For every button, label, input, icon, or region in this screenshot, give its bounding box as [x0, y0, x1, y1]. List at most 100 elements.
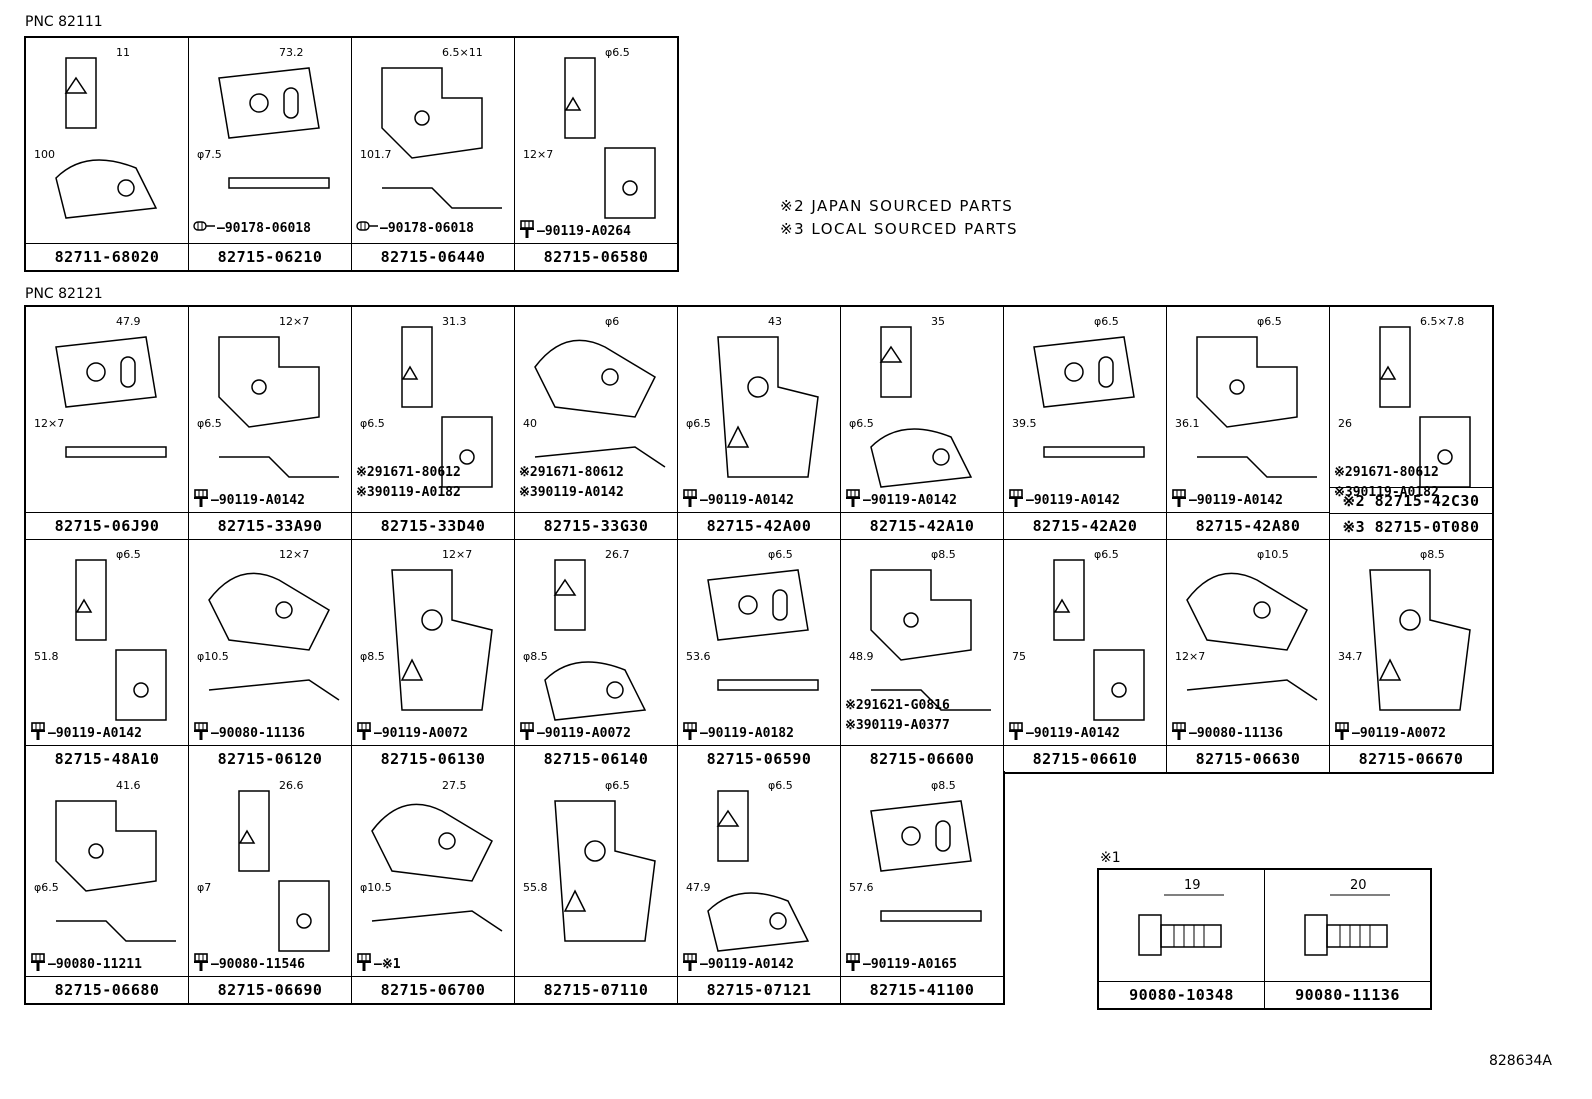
- dimension-label: φ6.5: [116, 548, 141, 561]
- fastener-part-number: —90119-A0142: [863, 492, 957, 508]
- fastener-alt-label: ※291621-G0816: [845, 698, 950, 713]
- fastener-part-number: —90119-A0142: [700, 956, 794, 972]
- bolt-icon: [845, 953, 861, 975]
- bracket-drawing: [75, 559, 167, 721]
- dimension-label: φ6.5: [686, 417, 711, 430]
- pnc-label-82121: PNC 82121: [25, 286, 103, 302]
- ref1-label: ※1: [1100, 850, 1121, 866]
- dimension-label: 43: [768, 315, 782, 328]
- dimension-label: φ6.5: [1094, 548, 1119, 561]
- bolt-icon: [30, 722, 46, 744]
- fastener-alt-label: ※390119-A0182: [356, 485, 461, 500]
- dimension-label: 51.8: [34, 650, 59, 663]
- bracket-drawing: [717, 336, 819, 478]
- fastener-part-number: —90178-06018: [380, 220, 474, 236]
- fastener-label: —90080-11136: [193, 722, 305, 744]
- dimension-label: φ10.5: [1257, 548, 1289, 561]
- bolt-icon: [682, 489, 698, 511]
- dimension-label: 75: [1012, 650, 1026, 663]
- dimension-label: 73.2: [279, 46, 304, 59]
- bracket-drawing: [218, 336, 339, 478]
- part-number: 90080-11136: [1265, 981, 1430, 1008]
- dimension-label: φ8.5: [931, 548, 956, 561]
- bolt-drawing: [1138, 894, 1224, 956]
- dimension-label: φ6.5: [605, 46, 630, 59]
- fastener-part-number: —90119-A0142: [700, 492, 794, 508]
- fastener-alt-label: ※291671-80612: [1334, 465, 1439, 480]
- fastener-label: —90080-11136: [1171, 722, 1283, 744]
- dimension-label: 57.6: [849, 881, 874, 894]
- dimension-label: φ6.5: [768, 548, 793, 561]
- fastener-label: —90119-A0165: [845, 953, 957, 975]
- dimension-label: 27.5: [442, 779, 467, 792]
- fastener-alt-label: ※390119-A0182: [1334, 485, 1439, 500]
- fastener-part-number: —90119-A0142: [211, 492, 305, 508]
- dimension-label: φ6.5: [768, 779, 793, 792]
- fastener-alt-label: ※291671-80612: [519, 465, 624, 480]
- dimension-label: φ6: [605, 315, 620, 328]
- dimension-label: 100: [34, 148, 55, 161]
- fastener-label: —90119-A0072: [356, 722, 468, 744]
- bolt-icon: [1008, 489, 1024, 511]
- dimension-label: φ7: [197, 881, 212, 894]
- bracket-drawing: [1196, 336, 1317, 478]
- fastener-label: —90119-A0142: [682, 489, 794, 511]
- dimension-label: 101.7: [360, 148, 392, 161]
- bracket-drawing: [870, 326, 973, 488]
- fastener-part-number: —90080-11136: [1189, 725, 1283, 741]
- part-number: 82715-06670: [1330, 745, 1492, 772]
- part-number: 82715-07121: [678, 976, 840, 1003]
- fastener-part-number: —90178-06018: [217, 220, 311, 236]
- fastener-label: —※1: [356, 953, 401, 975]
- bolt-icon: [519, 722, 535, 744]
- fastener-part-number: —90119-A0142: [48, 725, 142, 741]
- fastener-label: —90119-A0142: [1008, 489, 1120, 511]
- dimension-label: 47.9: [686, 881, 711, 894]
- dimension-label: 26: [1338, 417, 1352, 430]
- bolt-icon: [356, 953, 372, 975]
- part-number: 82715-06600: [841, 745, 1003, 772]
- dimension-label: φ6.5: [197, 417, 222, 430]
- fastener-part-number: —90080-11211: [48, 956, 142, 972]
- bracket-drawing: [1053, 559, 1145, 721]
- dimension-label: φ6.5: [1094, 315, 1119, 328]
- fastener-part-number: —90119-A0072: [1352, 725, 1446, 741]
- dimension-label: 12×7: [442, 548, 473, 561]
- bracket-drawing: [564, 57, 656, 219]
- part-number: 90080-10348: [1099, 981, 1264, 1008]
- dimension-label: 39.5: [1012, 417, 1037, 430]
- bracket-drawing: [381, 67, 502, 209]
- dimension-label: 12×7: [523, 148, 554, 161]
- part-number: 82715-06J90: [26, 512, 188, 539]
- part-number: 82715-06210: [189, 243, 351, 270]
- fastener-alt-label: ※390119-A0377: [845, 718, 950, 733]
- dimension-label: φ8.5: [360, 650, 385, 663]
- fastener-label: —90119-A0182: [682, 722, 794, 744]
- dimension-label: 26.7: [605, 548, 630, 561]
- dimension-label: φ6.5: [1257, 315, 1282, 328]
- bolt-icon: [682, 953, 698, 975]
- fastener-part-number: —90119-A0165: [863, 956, 957, 972]
- fastener-label: —90119-A0142: [845, 489, 957, 511]
- bracket-drawing: [707, 569, 819, 691]
- part-number: 82715-42A00: [678, 512, 840, 539]
- pin-icon: [356, 220, 378, 236]
- part-cell: 43 φ6.5 —90119-A0142 82715-42A00: [678, 307, 840, 539]
- sourcing-legend: ※2 JAPAN SOURCED PARTS ※3 LOCAL SOURCED …: [780, 195, 1018, 241]
- fastener-label: —90119-A0142: [193, 489, 305, 511]
- bracket-drawing: [554, 800, 656, 942]
- bracket-drawing: [1379, 326, 1471, 488]
